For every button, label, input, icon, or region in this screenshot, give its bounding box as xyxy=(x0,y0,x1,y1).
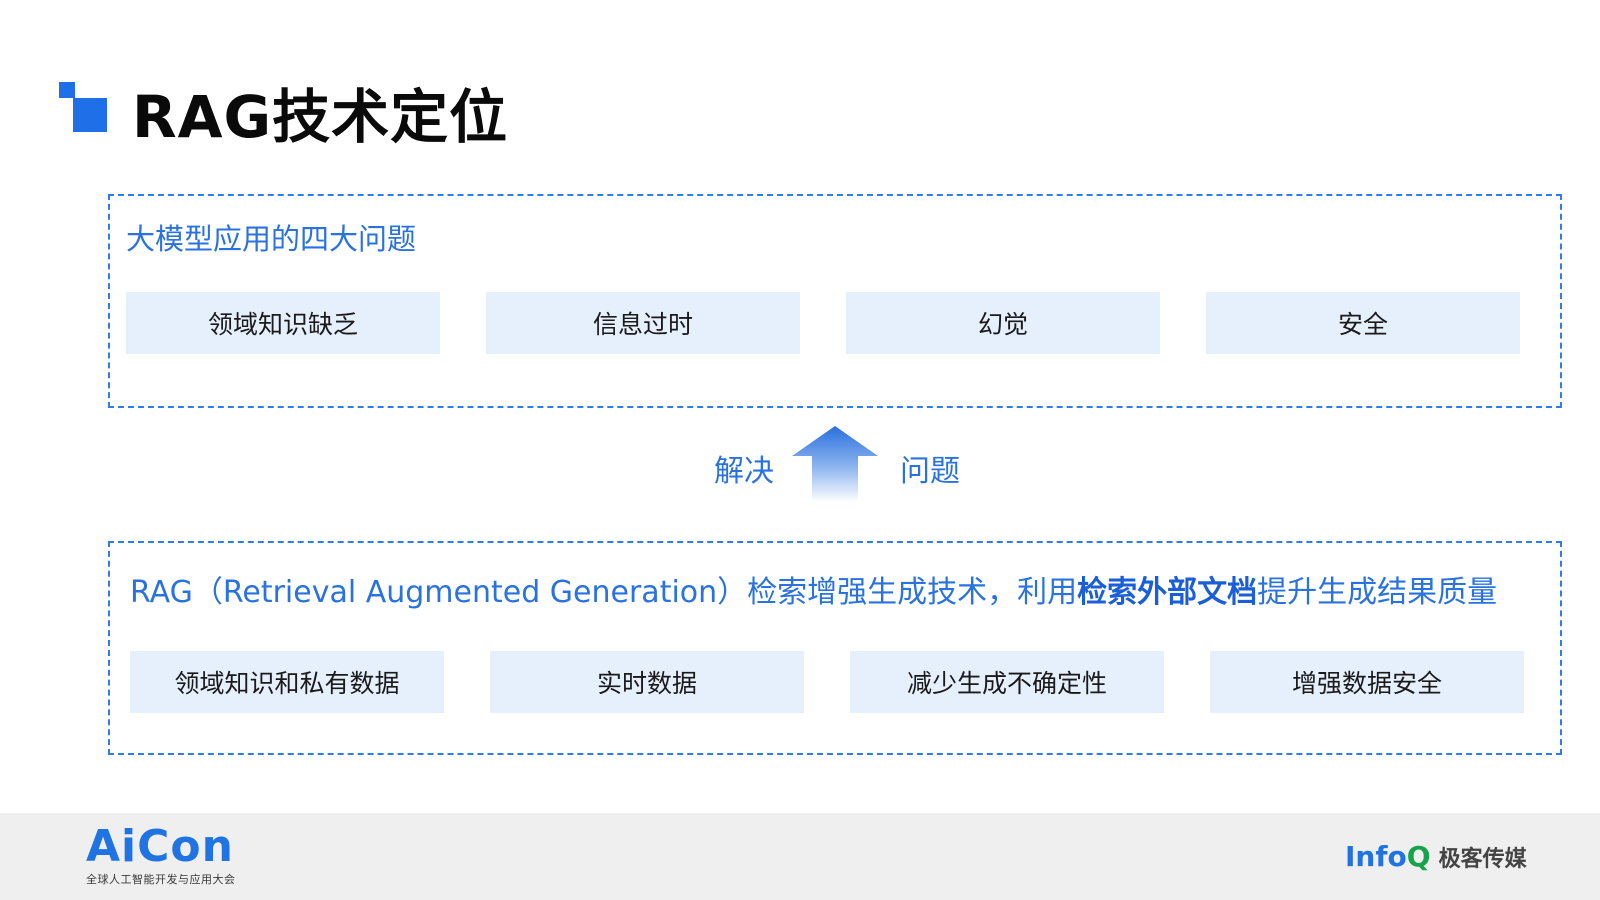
footer-bar: AiCon 全球人工智能开发与应用大会 InfoQ 极客传媒 xyxy=(0,813,1600,900)
infoq-logo-info: Info xyxy=(1345,840,1407,873)
rag-heading: RAG（Retrieval Augmented Generation）检索增强生… xyxy=(130,567,1497,611)
rag-heading-bold: 检索外部文档 xyxy=(1077,575,1258,610)
connector-right-label: 问题 xyxy=(900,454,960,489)
rag-panel: RAG（Retrieval Augmented Generation）检索增强生… xyxy=(108,541,1562,755)
infoq-logo: InfoQ 极客传媒 xyxy=(1345,841,1527,873)
rag-tile-realtime-data: 实时数据 xyxy=(490,651,804,713)
problems-panel: 大模型应用的四大问题 领域知识缺乏 信息过时 幻觉 安全 xyxy=(108,194,1562,408)
rag-heading-prefix: RAG（Retrieval Augmented Generation）检索增强生… xyxy=(130,575,1078,610)
rag-tile-private-data: 领域知识和私有数据 xyxy=(130,651,444,713)
title-square-small xyxy=(59,82,75,98)
up-arrow-icon xyxy=(792,426,878,502)
aicon-logo: AiCon 全球人工智能开发与应用大会 xyxy=(86,825,236,887)
problem-tile-hallucination: 幻觉 xyxy=(846,292,1160,354)
infoq-logo-text: InfoQ xyxy=(1345,843,1431,871)
infoq-logo-q: Q xyxy=(1406,840,1431,873)
title-square-big xyxy=(73,98,107,132)
aicon-logo-subtitle: 全球人工智能开发与应用大会 xyxy=(86,873,236,886)
rag-tile-data-security: 增强数据安全 xyxy=(1210,651,1524,713)
infoq-logo-cn: 极客传媒 xyxy=(1438,847,1527,872)
problem-tile-security: 安全 xyxy=(1206,292,1520,354)
title-square-icon xyxy=(59,82,107,132)
page-title: RAG技术定位 xyxy=(132,83,509,151)
problem-tile-domain-knowledge: 领域知识缺乏 xyxy=(126,292,440,354)
problems-heading: 大模型应用的四大问题 xyxy=(126,222,417,256)
rag-tile-reduce-uncertainty: 减少生成不确定性 xyxy=(850,651,1164,713)
rag-heading-suffix: 提升生成结果质量 xyxy=(1257,575,1498,610)
aicon-logo-text: AiCon xyxy=(86,821,234,872)
problem-tile-outdated-info: 信息过时 xyxy=(486,292,800,354)
connector-left-label: 解决 xyxy=(714,454,774,489)
